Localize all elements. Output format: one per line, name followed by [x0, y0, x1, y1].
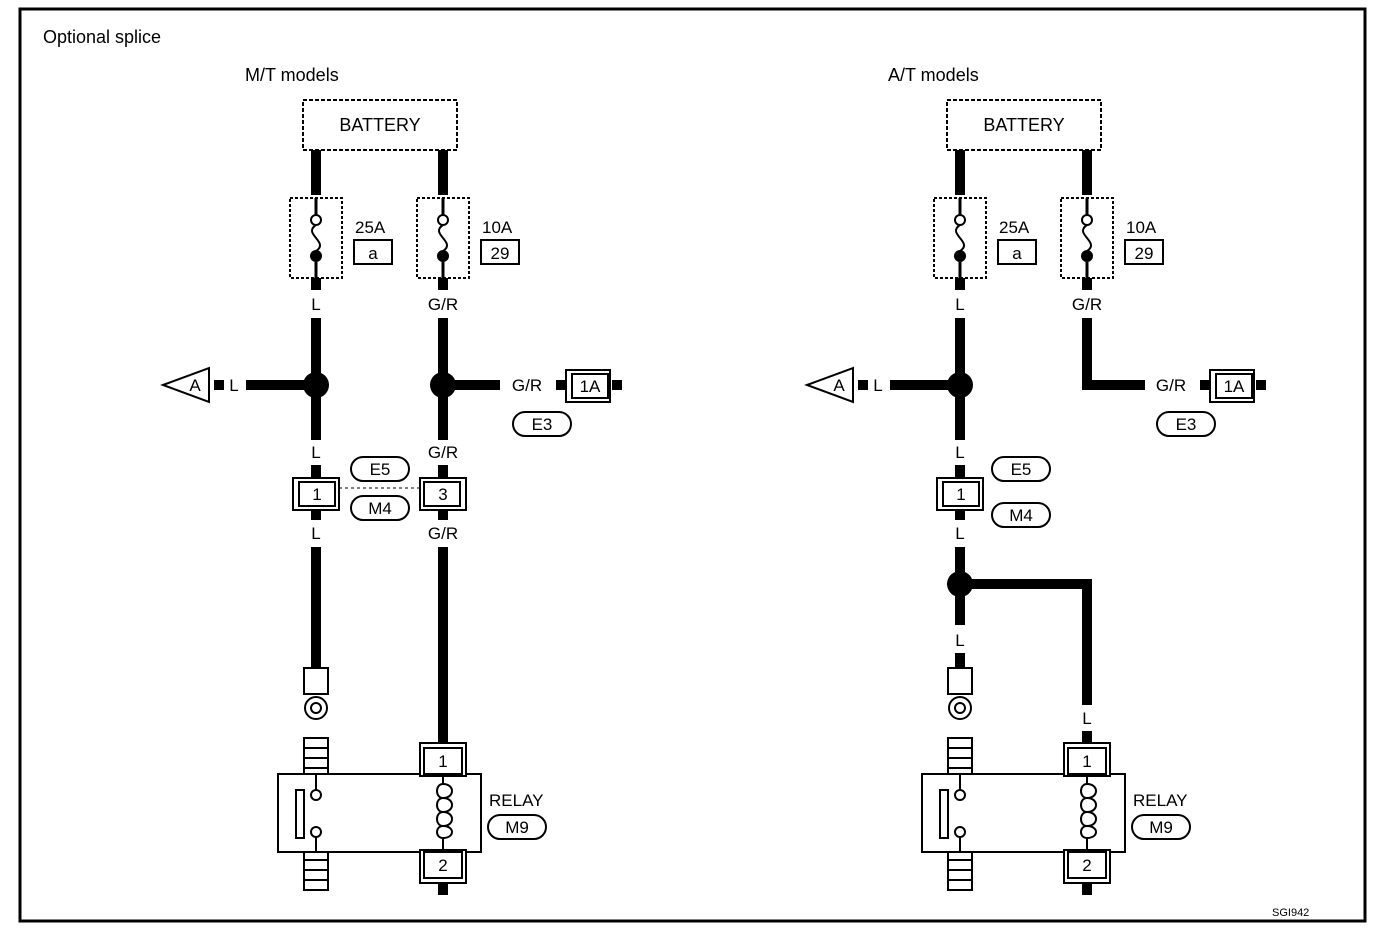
- fuse-10a-id: 29: [491, 244, 510, 263]
- connector-e3-label: E3: [1176, 415, 1197, 434]
- mt-models-title: M/T models: [245, 65, 339, 85]
- fuse-25a-id: a: [368, 244, 378, 263]
- wire-gr-label: G/R: [1072, 295, 1102, 314]
- diagram-frame: [18, 7, 1367, 923]
- page-title: Optional splice: [43, 27, 161, 47]
- wire-l-label: L: [311, 443, 320, 462]
- connector-e5-label: E5: [370, 460, 391, 479]
- battery-box: [946, 99, 1102, 151]
- connector-m4-label: M4: [1009, 506, 1033, 525]
- wire-l-label: L: [955, 295, 964, 314]
- connector-e3-badge: [1156, 411, 1216, 437]
- arrow-a-icon: [160, 366, 210, 404]
- relay-m9-badge: [487, 814, 547, 840]
- arrow-a-label: A: [189, 376, 201, 395]
- battery-label: BATTERY: [983, 115, 1064, 135]
- at-models-title: A/T models: [888, 65, 979, 85]
- relay-label: RELAY: [489, 791, 544, 810]
- relay-m9-label: M9: [1149, 818, 1173, 837]
- fuse-25a-rating: 25A: [355, 218, 386, 237]
- relay-label: RELAY: [1133, 791, 1188, 810]
- wire-l-label: L: [229, 376, 238, 395]
- fuse-25a-id: a: [1012, 244, 1022, 263]
- fuse-10a-rating: 10A: [482, 218, 513, 237]
- fuse-25a-rating: 25A: [999, 218, 1030, 237]
- connector-pin1-label: 1: [312, 485, 321, 504]
- wire-gr-label: G/R: [428, 524, 458, 543]
- relay-tabs-top: [303, 737, 329, 779]
- relay-m9-badge: [1131, 814, 1191, 840]
- wire-l-to-relay: [960, 579, 1092, 705]
- fuse-10a-id-box: [480, 239, 520, 265]
- connector-e5-badge: [350, 456, 410, 482]
- wire-gr-label: G/R: [428, 443, 458, 462]
- ground-icon: [303, 667, 329, 720]
- ground-icon: [947, 667, 973, 720]
- connector-1a-label: 1A: [1224, 377, 1245, 396]
- relay-pin1-label: 1: [438, 752, 447, 771]
- connector-m4-badge: [991, 502, 1051, 528]
- wire-l-label: L: [955, 524, 964, 543]
- wire-l-label: L: [311, 295, 320, 314]
- fuse-10a-id: 29: [1135, 244, 1154, 263]
- wire-l-label: L: [955, 631, 964, 650]
- connector-1a-label: 1A: [580, 377, 601, 396]
- connector-pin1-label: 1: [956, 485, 965, 504]
- battery-label: BATTERY: [339, 115, 420, 135]
- connector-pin3-label: 3: [438, 485, 447, 504]
- relay-tabs-top: [947, 737, 973, 779]
- figure-code: SGI942: [1272, 907, 1309, 919]
- relay-m9-label: M9: [505, 818, 529, 837]
- relay-tabs-bottom: [303, 849, 329, 891]
- connector-m4-label: M4: [368, 499, 392, 518]
- wire-gr-label: G/R: [1156, 376, 1186, 395]
- mt-models-section: M/T models BATTERY 25A a 10A 29 L L G/R …: [160, 65, 622, 895]
- wire-gr-label: G/R: [512, 376, 542, 395]
- connector-e3-badge: [512, 411, 572, 437]
- arrow-a-label: A: [833, 376, 845, 395]
- relay-pin1-label: 1: [1082, 752, 1091, 771]
- battery-box: [302, 99, 458, 151]
- connector-e3-label: E3: [532, 415, 553, 434]
- fuse-25a-id-box: [353, 239, 393, 265]
- connector-e5-label: E5: [1011, 460, 1032, 479]
- wire-gr-label: G/R: [428, 295, 458, 314]
- fuse-25a: [932, 196, 988, 280]
- wire-l-label: L: [955, 443, 964, 462]
- arrow-a-icon: [804, 366, 854, 404]
- relay-pin2-label: 2: [438, 856, 447, 875]
- fuse-25a: [288, 196, 344, 280]
- relay-pin2-label: 2: [1082, 856, 1091, 875]
- fuse-10a: [1059, 196, 1115, 280]
- fuse-10a-rating: 10A: [1126, 218, 1157, 237]
- at-models-section: A/T models BATTERY 25A a 10A 29 L L G/R …: [804, 65, 1266, 895]
- wire-l-label: L: [873, 376, 882, 395]
- relay-tabs-bottom: [947, 849, 973, 891]
- wire-l-label: L: [311, 524, 320, 543]
- wire-l-label: L: [1082, 709, 1091, 728]
- connector-m4-badge: [350, 495, 410, 521]
- wire-gr-to-1a: [1082, 318, 1145, 390]
- connector-e5-badge: [991, 456, 1051, 482]
- fuse-10a: [415, 196, 471, 280]
